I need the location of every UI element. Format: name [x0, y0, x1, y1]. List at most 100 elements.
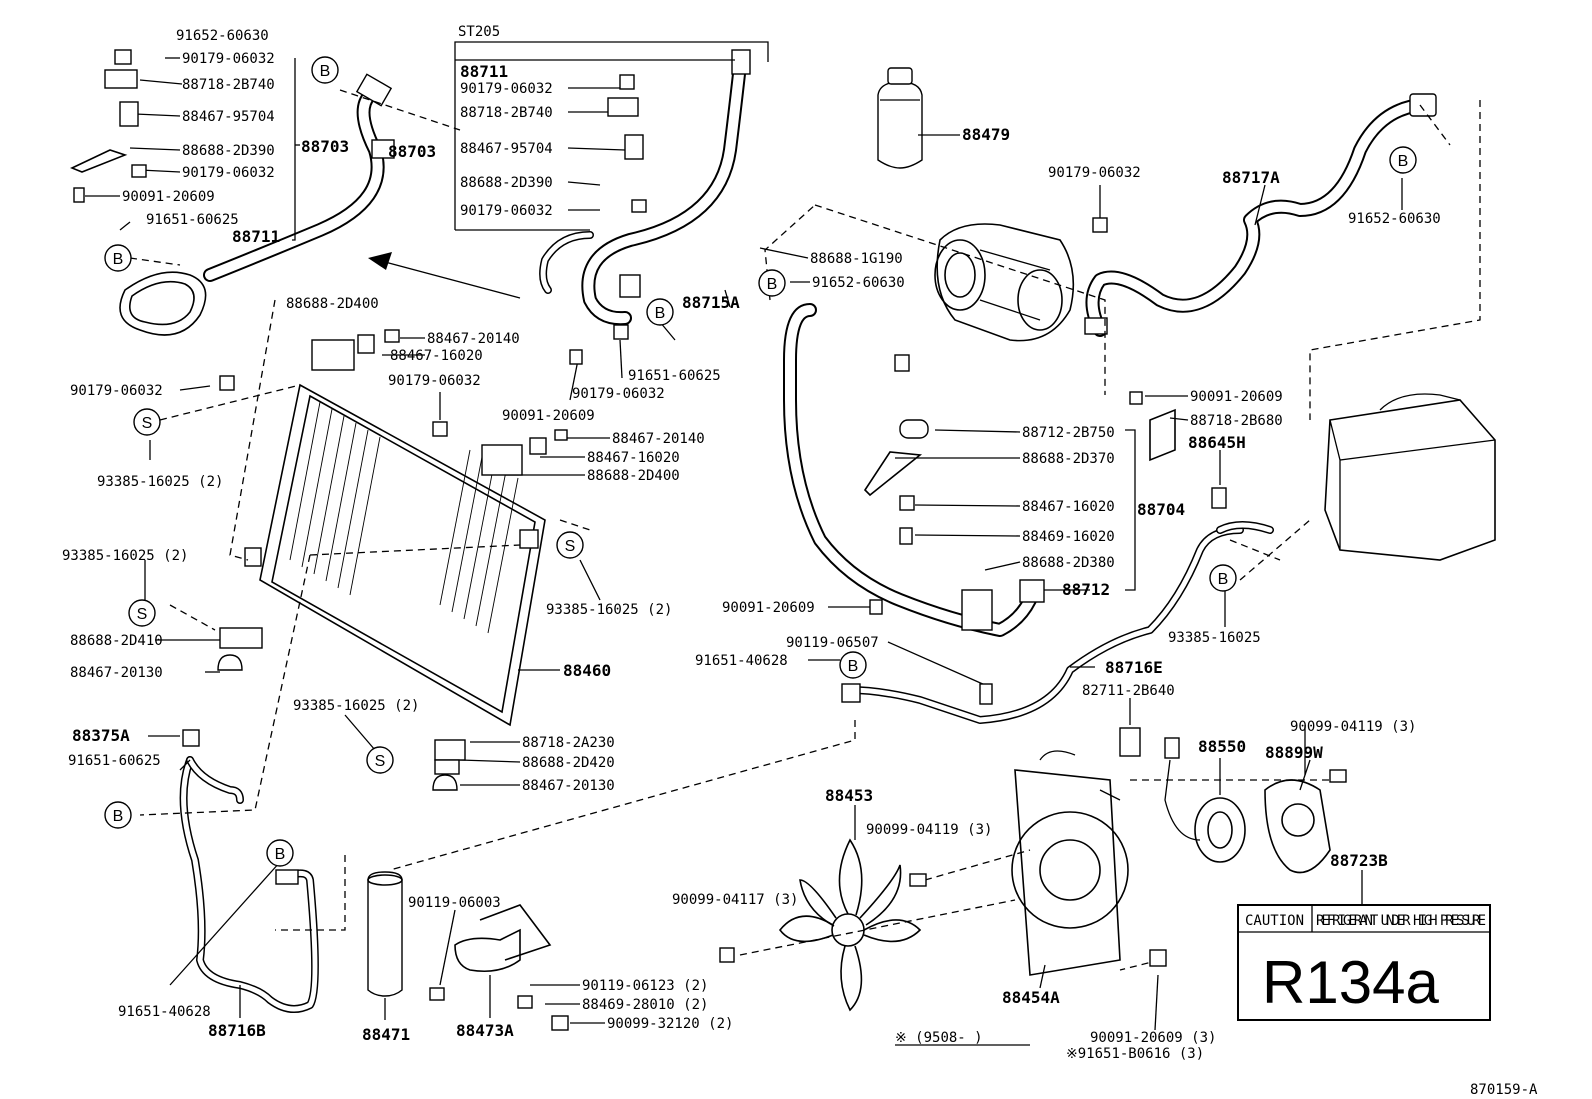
dashed-leaders [129, 89, 1481, 971]
warning-label-88723B: CAUTION REFRIGERANT UNDER HIGH PRESSURE … [1237, 904, 1491, 1021]
part-label: 91652-60630 [812, 275, 905, 291]
part-label: 88712-2B750 [1022, 425, 1115, 441]
part-label: 91651-40628 [118, 1004, 211, 1020]
part-label: ※91651-B0616 (3) [1066, 1046, 1204, 1062]
part-label: 93385-16025 (2) [97, 474, 223, 490]
part-label: 88688-1G190 [810, 251, 903, 267]
part-label: 90179-06032 [182, 165, 275, 181]
pipe-st205 [539, 49, 751, 326]
part-label: 88467-95704 [182, 109, 275, 125]
part-label: 88479 [962, 125, 1010, 144]
pipe-88716B [179, 756, 319, 1013]
part-label: 90099-04117 (3) [672, 892, 798, 908]
part-label: 93385-16025 (2) [293, 698, 419, 714]
marker-b: B [104, 244, 132, 272]
caution-text: CAUTION [1245, 913, 1304, 929]
part-label: 88688-2D400 [286, 296, 379, 312]
part-88479-bottle [877, 67, 923, 169]
refrigerant-text: R134a [1262, 949, 1439, 1016]
svg-text:S: S [142, 415, 153, 432]
marker-b: B [839, 651, 867, 679]
circle-markers: B B B B B B B B B S S S S [104, 56, 1417, 867]
shroud-88454A [1011, 750, 1129, 976]
part-label: 90091-20609 [122, 189, 215, 205]
pipe-88703-assembly [119, 73, 395, 336]
group-label: ST205 [458, 24, 500, 40]
part-label: 88718-2B740 [182, 77, 275, 93]
svg-text:B: B [767, 276, 778, 293]
part-label: 88467-16020 [1022, 499, 1115, 515]
date-note: ※ (9508- ) [895, 1030, 983, 1046]
part-label: 88718-2B740 [460, 105, 553, 121]
part-label: 90179-06032 [388, 373, 481, 389]
part-label: 88715A [682, 293, 740, 312]
part-label: 90179-06032 [70, 383, 163, 399]
part-label: 90091-20609 (3) [1090, 1030, 1216, 1046]
svg-text:S: S [375, 753, 386, 770]
marker-b: B [311, 56, 339, 84]
part-label: 90099-32120 (2) [607, 1016, 733, 1032]
motor-88550 [1164, 737, 1246, 863]
part-label: 88467-20140 [427, 331, 520, 347]
part-label: 88688-2D390 [182, 143, 275, 159]
part-label: 91652-60630 [176, 28, 269, 44]
part-label: 88899W [1265, 743, 1323, 762]
part-label: 90119-06003 [408, 895, 501, 911]
marker-b: B [1209, 564, 1237, 592]
part-labels: 91652-60630 90179-06032 88718-2B740 8846… [62, 28, 1441, 1062]
st205-bracket [454, 41, 769, 230]
svg-text:S: S [137, 606, 148, 623]
svg-text:B: B [655, 305, 666, 322]
part-label: 91651-60625 [628, 368, 721, 384]
marker-s: S [556, 531, 584, 559]
part-label: 88703 [388, 142, 436, 161]
part-label: 90179-06032 [572, 386, 665, 402]
part-label: 90099-04119 (3) [1290, 719, 1416, 735]
svg-text:B: B [275, 846, 286, 863]
part-label: 88645H [1188, 433, 1246, 452]
svg-text:B: B [320, 63, 331, 80]
part-label: 90179-06032 [182, 51, 275, 67]
fan-88453 [778, 838, 922, 1012]
marker-s: S [133, 408, 161, 436]
part-label: 91651-60625 [146, 212, 239, 228]
part-label: 90091-20609 [722, 600, 815, 616]
part-label: 88703 [301, 137, 349, 156]
part-label: 88716E [1105, 658, 1163, 677]
part-label: 93385-16025 (2) [62, 548, 188, 564]
part-label: 88711 [232, 227, 280, 246]
svg-text:S: S [565, 538, 576, 555]
marker-b: B [758, 269, 786, 297]
part-label: 88467-16020 [587, 450, 680, 466]
svg-text:B: B [113, 251, 124, 268]
part-label: 88454A [1002, 988, 1060, 1007]
part-label: 90179-06032 [460, 81, 553, 97]
part-label: 88473A [456, 1021, 514, 1040]
switch-88645H [1211, 487, 1274, 534]
part-label: 88688-2D410 [70, 633, 163, 649]
part-label: 93385-16025 (2) [546, 602, 672, 618]
svg-text:B: B [848, 658, 859, 675]
part-label: 82711-2B640 [1082, 683, 1175, 699]
warning-text: REFRIGERANT UNDER HIGH PRESSURE [1316, 913, 1486, 929]
part-label: 88688-2D390 [460, 175, 553, 191]
marker-b: B [104, 801, 132, 829]
part-label: 88460 [563, 661, 611, 680]
svg-text:B: B [113, 808, 124, 825]
part-label: 88469-28010 (2) [582, 997, 708, 1013]
part-label: 88467-20130 [522, 778, 615, 794]
marker-b: B [266, 839, 294, 867]
small-fasteners [70, 49, 1347, 1031]
part-label: 88712 [1062, 580, 1110, 599]
part-label: 88467-16020 [390, 348, 483, 364]
part-label: 88467-20140 [612, 431, 705, 447]
compressor [934, 223, 1075, 342]
part-88471-receiver [367, 871, 403, 997]
part-label: 88688-2D370 [1022, 451, 1115, 467]
part-88473A-bracket [454, 904, 552, 973]
part-label: 90091-20609 [1190, 389, 1283, 405]
part-label: 88453 [825, 786, 873, 805]
part-label: 88375A [72, 726, 130, 745]
part-label: 88550 [1198, 737, 1246, 756]
